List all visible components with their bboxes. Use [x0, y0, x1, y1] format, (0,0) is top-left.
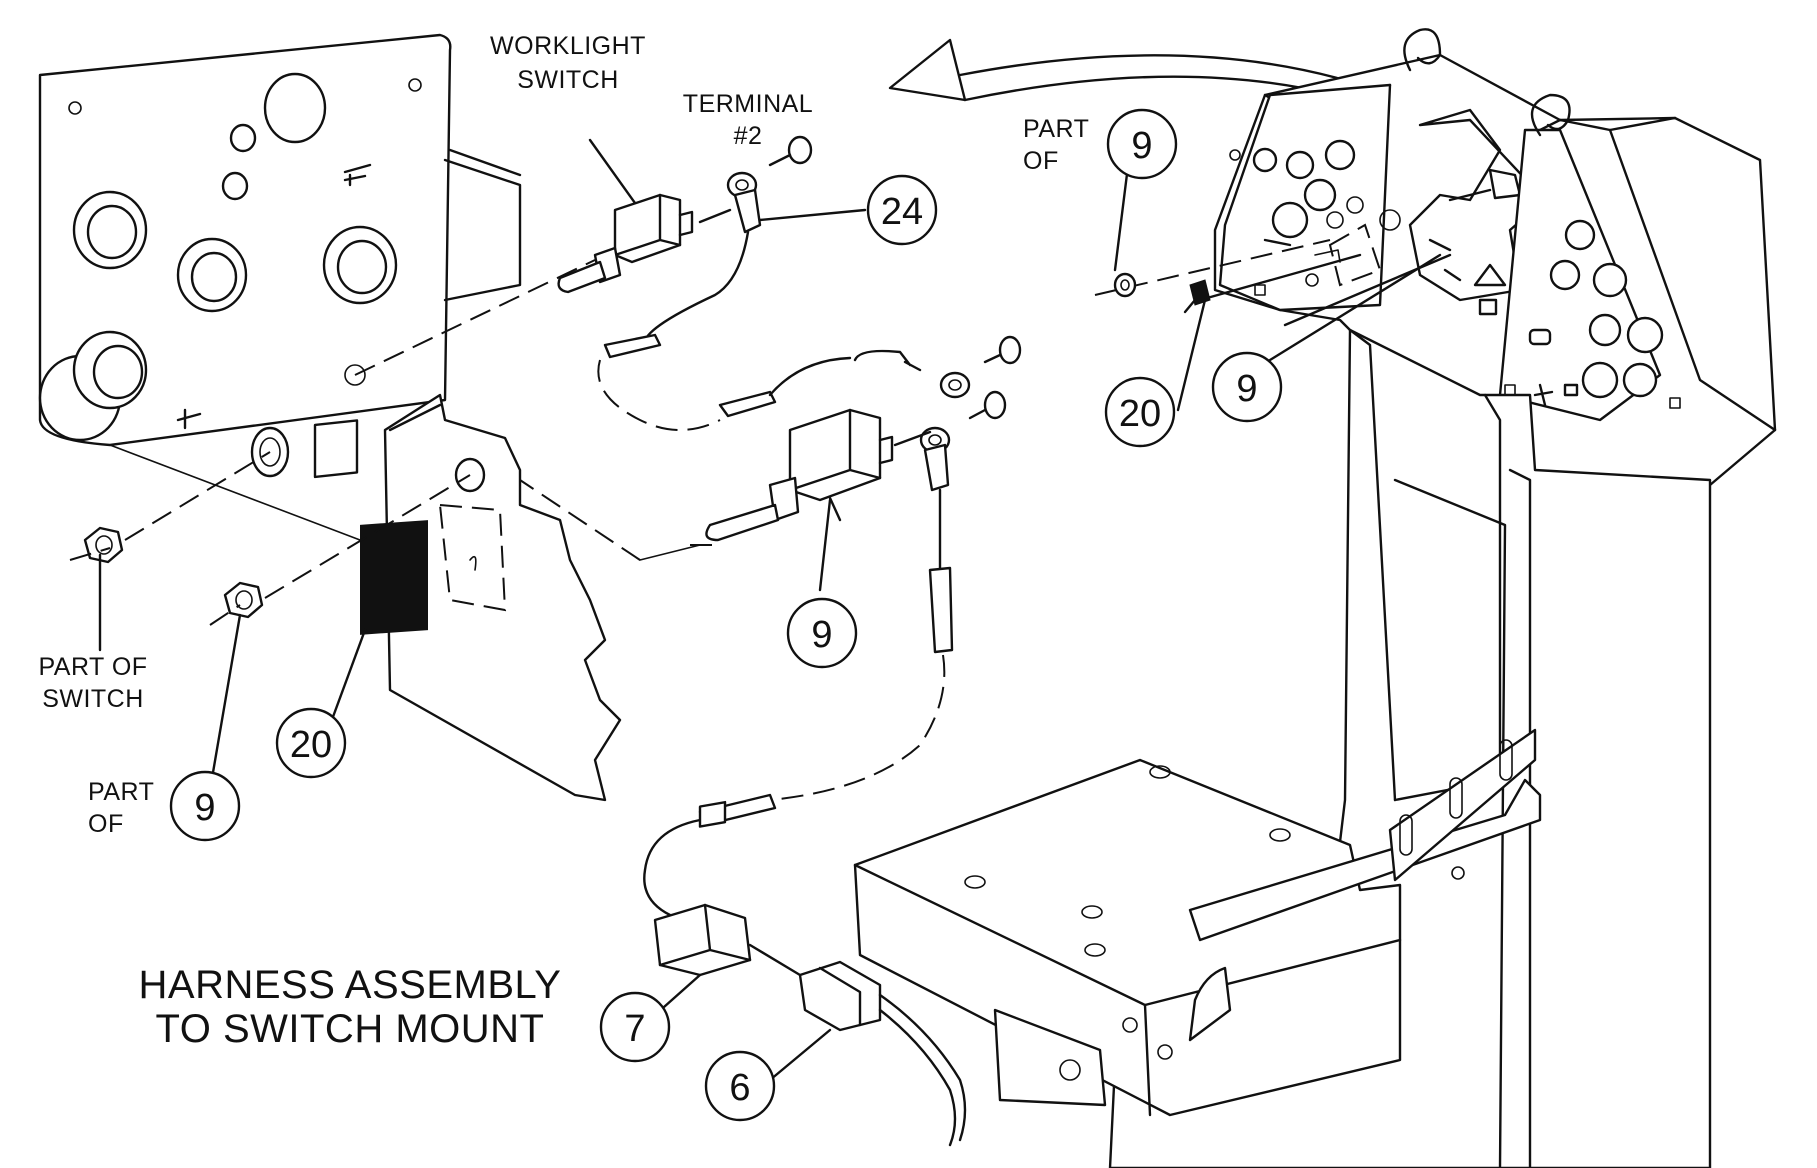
label-worklight-switch: WORKLIGHT SWITCH	[490, 32, 646, 94]
svg-text:SWITCH: SWITCH	[517, 66, 619, 94]
svg-text:WORKLIGHT: WORKLIGHT	[490, 32, 646, 60]
callout-20-left: 20	[275, 707, 347, 779]
svg-text:SWITCH: SWITCH	[42, 685, 144, 713]
screw-center-lower	[919, 390, 1007, 492]
svg-text:PART: PART	[88, 778, 154, 806]
svg-text:20: 20	[1119, 393, 1161, 435]
switch-mount-base	[853, 328, 1712, 1168]
svg-text:TO SWITCH MOUNT: TO SWITCH MOUNT	[156, 1007, 545, 1051]
callout-7: 7	[599, 991, 671, 1063]
callout-9-mid: 9	[1211, 351, 1283, 423]
decal-black-square-right	[1189, 279, 1211, 306]
svg-text:PART OF: PART OF	[38, 653, 147, 681]
label-part-of-switch: PART OF SWITCH	[38, 653, 147, 713]
terminal-2-screw	[726, 135, 813, 234]
screw-center-upper	[939, 335, 1022, 399]
washer-right	[1113, 272, 1137, 298]
svg-text:OF: OF	[1023, 147, 1059, 175]
svg-text:#2: #2	[734, 122, 763, 150]
decal-black-square-left	[360, 520, 428, 635]
nut-upper-left	[83, 526, 124, 564]
callout-6: 6	[704, 1050, 776, 1122]
label-part-of-right: PART OF	[1023, 115, 1089, 175]
svg-text:HARNESS ASSEMBLY: HARNESS ASSEMBLY	[139, 963, 562, 1007]
connector-7	[653, 800, 802, 977]
callout-20-right: 20	[1104, 376, 1176, 448]
label-part-of-left: PART OF	[88, 778, 154, 838]
switch-mount-bracket	[360, 393, 622, 802]
svg-text:9: 9	[194, 787, 215, 829]
callout-9-left: 9	[169, 770, 241, 842]
svg-text:9: 9	[1236, 368, 1257, 410]
svg-text:9: 9	[1131, 125, 1152, 167]
svg-text:9: 9	[811, 614, 832, 656]
connector-6	[798, 960, 967, 1147]
label-harness-assembly: HARNESS ASSEMBLY TO SWITCH MOUNT	[139, 963, 562, 1051]
worklight-switch-top	[557, 138, 732, 294]
svg-text:20: 20	[290, 724, 332, 766]
svg-text:TERMINAL: TERMINAL	[683, 90, 813, 118]
svg-text:OF: OF	[88, 810, 124, 838]
svg-text:24: 24	[881, 191, 923, 233]
callout-9-top: 9	[1106, 108, 1178, 180]
svg-text:PART: PART	[1023, 115, 1089, 143]
knob-left	[72, 190, 148, 270]
knob-center	[176, 237, 248, 313]
callout-24: 24	[866, 174, 938, 246]
switch-plate-panel	[38, 33, 522, 479]
knob-right	[322, 225, 398, 305]
knob-large-bottom	[38, 330, 148, 442]
label-terminal-2: TERMINAL #2	[683, 90, 813, 150]
svg-text:6: 6	[729, 1067, 750, 1109]
nut-lower-left	[223, 581, 264, 619]
svg-text:7: 7	[624, 1008, 645, 1050]
toggle-switch-center	[705, 408, 932, 542]
callout-9-switch: 9	[786, 597, 858, 669]
